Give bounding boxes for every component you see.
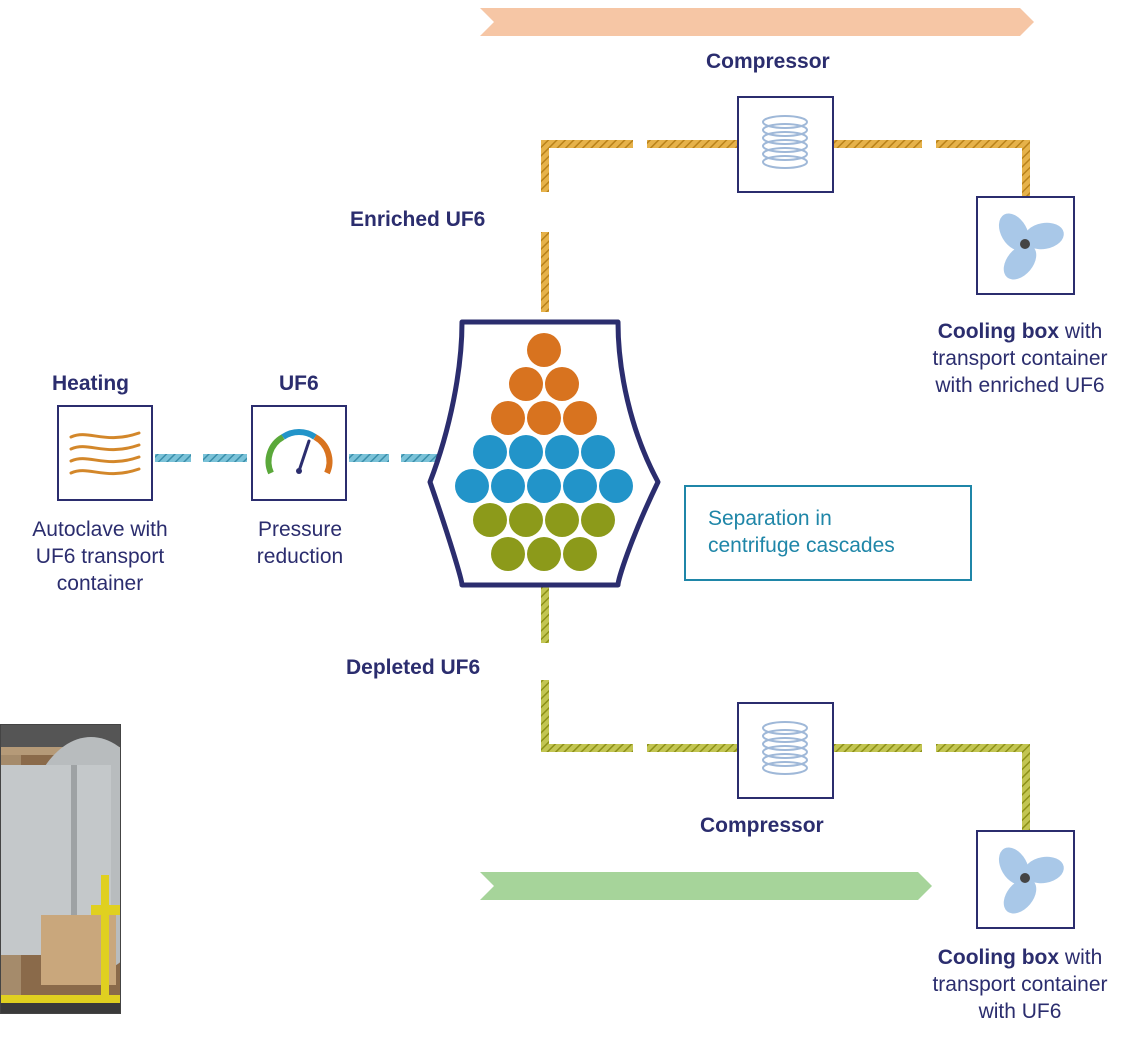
compressor-bottom-box: [737, 702, 834, 799]
cooling-bottom-rest: with: [1059, 946, 1103, 969]
autoclave-line-1: Autoclave with: [32, 518, 168, 541]
feed-pipe: [155, 454, 445, 462]
autoclave-line-2: UF6 transport: [35, 545, 165, 568]
cooling-top-line-2: transport container: [932, 347, 1108, 370]
fan-icon: [998, 847, 1064, 914]
depleted-label: Depleted UF6: [346, 656, 481, 679]
pressure-gauge-icon: [265, 428, 333, 475]
heating-box: [57, 405, 153, 501]
bottom-flow-arrow: [480, 872, 932, 900]
cooling-bottom-line-2: transport container: [932, 973, 1108, 996]
uf6-label: UF6: [279, 372, 319, 395]
separation-line-1: Separation in: [708, 507, 832, 530]
fan-icon: [998, 213, 1064, 280]
centrifuge-cascade-icon: [427, 319, 661, 588]
coil-icon: [762, 721, 808, 775]
compressor-top-label: Compressor: [706, 50, 830, 73]
separation-line-2: centrifuge cascades: [708, 534, 895, 557]
pressure-line-2: reduction: [256, 545, 344, 568]
top-flow-arrow: [480, 8, 1034, 36]
cooling-box-top: [976, 196, 1075, 295]
cooling-top-label: Cooling box with transport container wit…: [900, 318, 1140, 399]
compressor-top-box: [737, 96, 834, 193]
coil-icon: [762, 115, 808, 169]
depleted-pipe: [541, 585, 1030, 832]
enriched-pipe: [541, 140, 1030, 312]
heat-waves-icon: [69, 431, 141, 476]
cooling-bottom-label: Cooling box with transport container wit…: [900, 944, 1140, 1025]
photo-illustration: [1, 725, 120, 1013]
enriched-label: Enriched UF6: [350, 208, 486, 231]
cooling-top-bold: Cooling box: [937, 320, 1060, 343]
separation-box: Separation in centrifuge cascades: [684, 485, 972, 581]
pressure-label: Pressure reduction: [240, 516, 360, 570]
heating-label: Heating: [52, 372, 130, 395]
compressor-bottom-label: Compressor: [700, 814, 824, 837]
facility-photo: [0, 724, 121, 1014]
cooling-top-line-3: with enriched UF6: [935, 374, 1105, 397]
cooling-box-bottom: [976, 830, 1075, 929]
pressure-line-1: Pressure: [257, 518, 343, 541]
autoclave-label: Autoclave with UF6 transport container: [0, 516, 200, 597]
cooling-top-rest: with: [1059, 320, 1103, 343]
cooling-bottom-line-3: with UF6: [978, 1000, 1062, 1023]
cooling-bottom-bold: Cooling box: [937, 946, 1060, 969]
autoclave-line-3: container: [56, 572, 144, 595]
gauge-box: [251, 405, 347, 501]
